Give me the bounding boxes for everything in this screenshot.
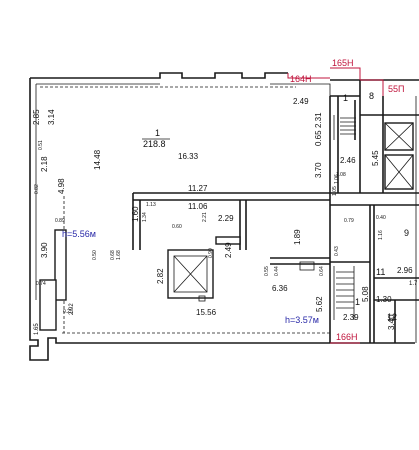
dim-0-65: 0.65	[314, 130, 323, 146]
dim-0-74: 0.74	[36, 281, 46, 287]
dim-2-18: 2.18	[40, 156, 49, 172]
left-window	[54, 229, 67, 301]
dim-1-7: 1.7	[409, 281, 418, 287]
dim-1-68: 1.68	[116, 250, 122, 260]
dim-2-96: 2.96	[397, 266, 413, 275]
dim-0-40: 0.40	[376, 215, 386, 221]
column	[215, 236, 241, 245]
dim-11-27: 11.27	[188, 184, 208, 193]
dim-16-33: 16.33	[178, 152, 199, 161]
stair-room-number: 1	[355, 297, 360, 307]
dim-1-65: 1.65	[34, 323, 40, 335]
dim-2-39: 2.39	[343, 313, 359, 322]
dim-0-25: 0.25	[63, 309, 73, 315]
label-r12: 12	[387, 312, 397, 322]
dim-1-16: 1.16	[378, 230, 384, 240]
height-low: h=3.57м	[285, 315, 319, 325]
dim-1-34: 1.34	[142, 212, 148, 222]
dim-0-50: 0.50	[92, 250, 98, 260]
stair-lower	[333, 266, 355, 320]
dim-0-43: 0.43	[334, 246, 340, 256]
dim-1-89: 1.89	[293, 229, 302, 245]
dim-0-82: 0.82	[34, 184, 40, 194]
height-main: h=5.56м	[62, 229, 96, 239]
left-niche	[39, 279, 57, 331]
dim-2-21: 2.21	[202, 212, 208, 222]
dim-14-48: 14.48	[93, 149, 102, 170]
outer-wall-inner-line	[35, 83, 417, 343]
dim-2-85: 2.85	[32, 109, 41, 125]
dim-1-06: 1.06	[334, 174, 340, 184]
lower-right-walls	[330, 204, 419, 343]
dim-2-31: 2.31	[314, 112, 323, 128]
label-r8: 8	[369, 91, 374, 101]
dim-0-60: 0.60	[172, 224, 182, 230]
dim-2-49a: 2.49	[293, 97, 309, 106]
stair-top-right	[333, 115, 356, 140]
dim-6-36: 6.36	[272, 284, 288, 293]
dim-3-14: 3.14	[47, 109, 56, 125]
dim-5-45: 5.45	[371, 150, 380, 166]
dim-11-06: 11.06	[188, 202, 208, 211]
shaft-upper-cross	[384, 122, 414, 151]
dim-2-49b: 2.49	[224, 242, 233, 258]
dim-2-92: 2.92	[69, 303, 75, 315]
dim-0-90: 0.90	[208, 248, 214, 258]
marker-164: 164Н	[290, 74, 312, 84]
dim-0-44: 0.44	[274, 266, 280, 276]
dim-0-79: 0.79	[344, 218, 354, 224]
dim-0-89: 0.89	[55, 218, 65, 224]
dim-0-64: 0.64	[319, 266, 325, 276]
marker-165: 165Н	[332, 58, 354, 68]
dim-3-90: 3.90	[40, 242, 49, 258]
dim-2-29: 2.29	[218, 214, 234, 223]
label-r1: 1	[343, 93, 348, 103]
dim-5-62: 5.62	[315, 296, 324, 312]
dim-1-60: 1.60	[131, 206, 140, 222]
dim-2-82: 2.82	[156, 268, 165, 284]
label-r11: 11	[376, 267, 385, 277]
elevator-car	[173, 255, 208, 293]
dim-3-70: 3.70	[314, 162, 323, 178]
dim-1-08: 1.08	[336, 172, 346, 178]
dim-4-98: 4.98	[57, 178, 66, 194]
marker-166: 166Н	[336, 332, 358, 342]
dim-0-55: 0.55	[264, 266, 270, 276]
dim-1-13: 1.13	[146, 202, 156, 208]
dim-15-56: 15.56	[196, 308, 217, 317]
small-fixture	[299, 261, 315, 271]
dim-1-05: 1.05	[332, 186, 338, 196]
dim-0-68: 0.68	[110, 250, 116, 260]
marker-line-165	[287, 67, 384, 96]
main-room-area: 218.8	[143, 139, 166, 149]
label-r9: 9	[404, 228, 409, 238]
elevator-cross	[173, 255, 208, 293]
service-block-walls	[329, 80, 419, 200]
shaft-lower-cross	[384, 154, 414, 190]
dim-2-46: 2.46	[340, 156, 356, 165]
dim-0-51: 0.51	[38, 140, 44, 150]
marker-55: 55П	[388, 84, 404, 94]
dim-1-30: 1.30	[376, 295, 392, 304]
dim-5-08: 5.08	[361, 286, 370, 302]
dim-3-40: 3.40	[387, 314, 396, 330]
main-room-number: 1	[155, 128, 160, 138]
small-socket	[198, 295, 206, 302]
